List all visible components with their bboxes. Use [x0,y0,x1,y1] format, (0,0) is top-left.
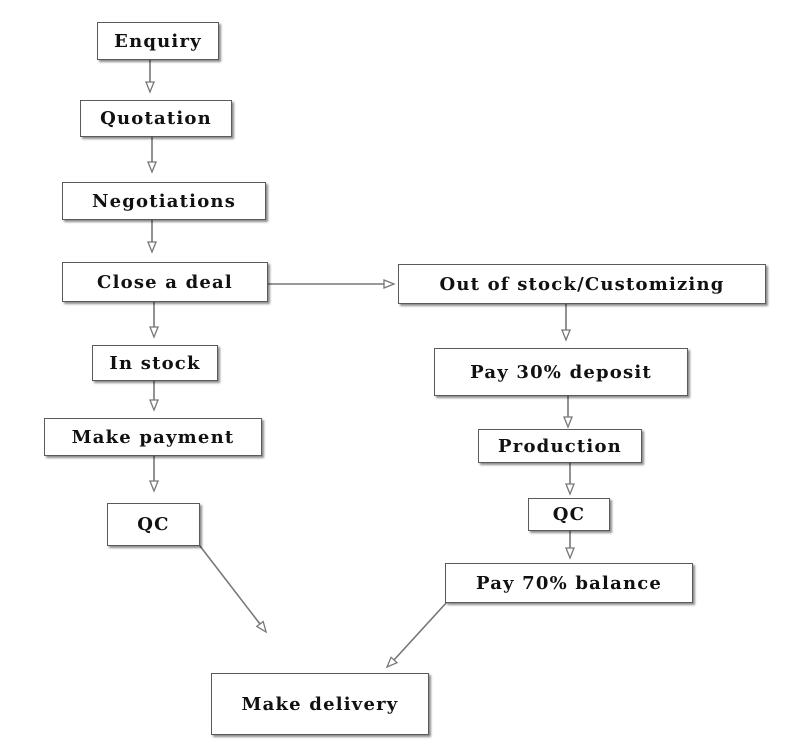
step-enquiry-label: Enquiry [114,30,202,52]
arrow-qc-to-pay-balance [565,531,575,560]
step-close-deal: Close a deal [62,262,268,302]
step-pay-balance-label: Pay 70% balance [475,572,663,594]
step-pay-deposit-label: Pay 30% deposit [470,361,652,383]
step-make-delivery-label: Make delivery [241,693,399,715]
arrow-close-deal-to-out-of-stock [268,279,396,289]
arrow-enquiry-to-quotation [145,60,155,94]
step-make-delivery: Make delivery [211,673,429,735]
step-enquiry: Enquiry [97,22,219,60]
step-production-label: Production [498,435,622,457]
arrow-close-deal-to-in-stock [149,302,159,339]
arrow-in-stock-to-make-payment [149,381,159,412]
arrow-make-payment-to-qc [149,456,159,493]
step-quotation: Quotation [80,100,232,137]
arrow-out-of-stock-to-pay-deposit [561,304,571,342]
step-make-payment: Make payment [44,418,262,456]
step-qc-left: QC [107,503,200,546]
arrow-pay-balance-to-make-delivery [385,601,448,669]
step-make-payment-label: Make payment [71,426,235,448]
step-qc-right-label: QC [552,504,586,525]
step-negotiations-label: Negotiations [91,190,237,212]
step-production: Production [478,429,642,463]
step-pay-balance: Pay 70% balance [445,563,693,603]
arrow-qc-to-make-delivery [199,545,268,634]
step-in-stock-label: In stock [109,352,201,374]
arrow-production-to-qc [565,463,575,496]
step-pay-deposit: Pay 30% deposit [434,348,688,396]
arrow-pay-deposit-to-production [563,396,573,429]
step-close-deal-label: Close a deal [97,271,233,293]
step-qc-right: QC [528,498,610,531]
arrow-negotiations-to-close-deal [147,220,157,254]
step-out-of-stock-label: Out of stock/Customizing [439,273,725,295]
step-in-stock: In stock [92,345,218,381]
step-quotation-label: Quotation [100,108,212,129]
step-negotiations: Negotiations [62,182,266,220]
arrow-quotation-to-negotiations [147,137,157,174]
step-out-of-stock: Out of stock/Customizing [398,264,766,304]
step-qc-left-label: QC [137,514,170,535]
